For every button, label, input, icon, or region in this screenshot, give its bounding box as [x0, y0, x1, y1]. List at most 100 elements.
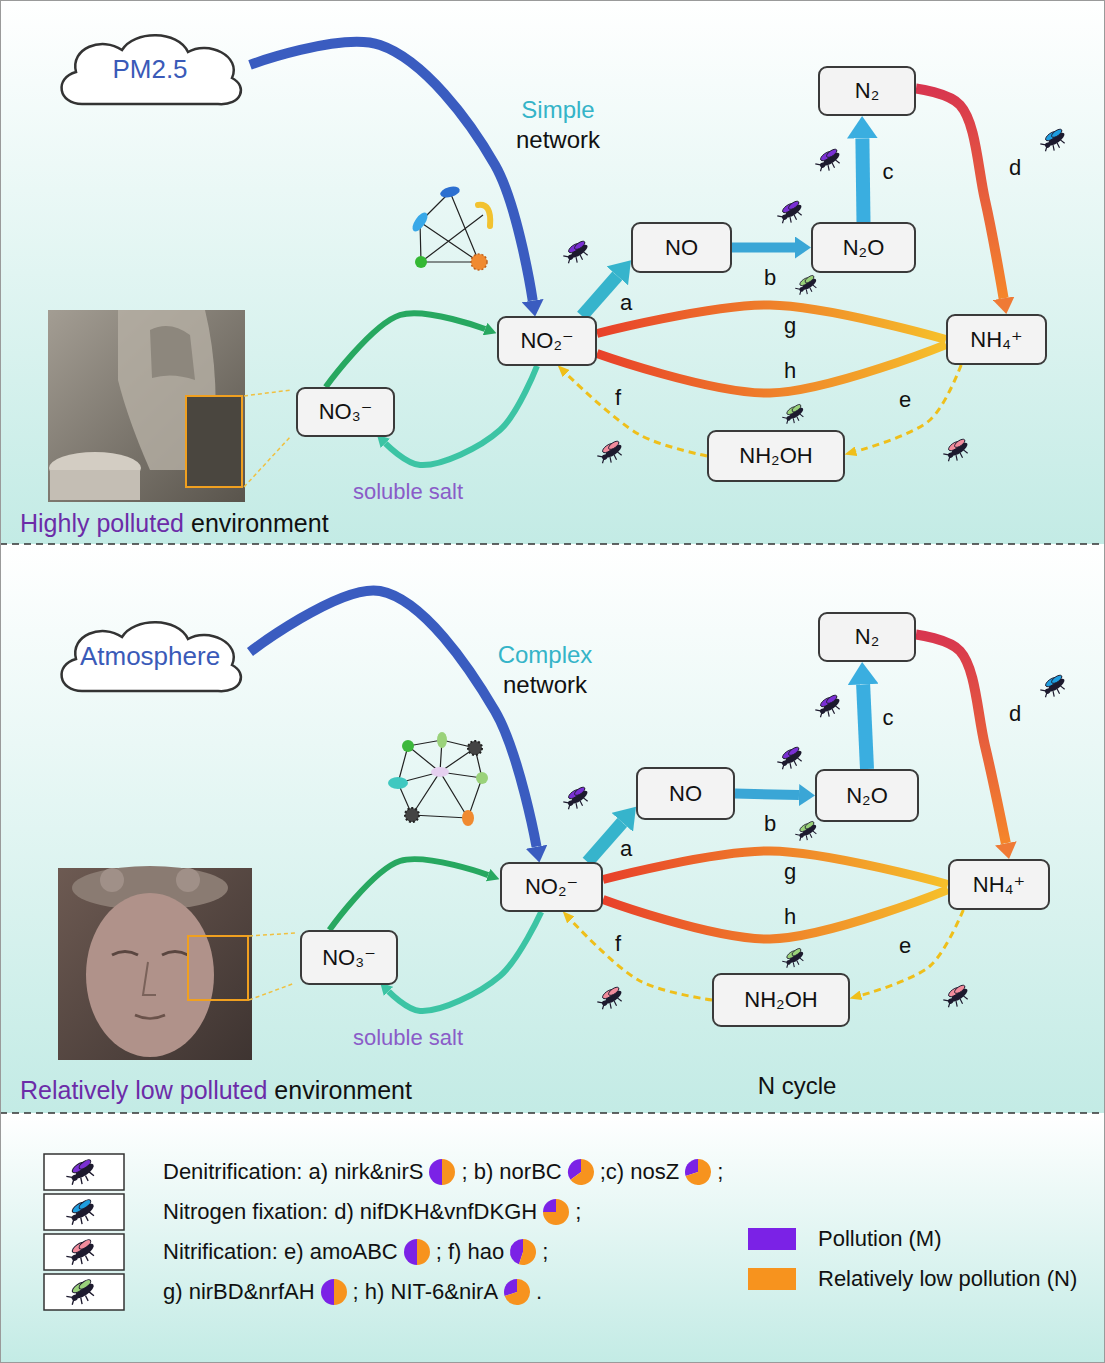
panel-label: Simple: [521, 96, 594, 124]
flow-arrow: [329, 859, 488, 930]
species-name: NH₂OH: [744, 987, 817, 1013]
label-group: Highly pollutedenvironment: [20, 509, 329, 538]
species-name: PM2.5: [112, 54, 187, 85]
species-name: NO: [669, 781, 702, 807]
flow-arrow: [603, 890, 948, 939]
edge-label: g: [784, 313, 796, 339]
bacterium-icon: [562, 785, 593, 814]
species-name: N₂: [855, 78, 879, 104]
panel-label: N cycle: [758, 1072, 837, 1100]
statue-fold: [150, 326, 195, 380]
species-name: NH₄⁺: [970, 327, 1022, 353]
gene-label: ;c) nosZ: [600, 1159, 679, 1185]
bacterium-icon: [794, 274, 821, 299]
network-links: [398, 740, 482, 818]
icon-box: [44, 1194, 124, 1230]
statue-face: [86, 893, 214, 1057]
pie-chart: [319, 1277, 349, 1307]
zoom-leader: [244, 436, 291, 487]
panel-label: environment: [274, 1076, 412, 1105]
crown-ornament: [176, 868, 200, 892]
edge-label: e: [899, 387, 911, 413]
panel-label: Relatively low polluted: [20, 1076, 267, 1105]
edge-label: c: [883, 159, 894, 185]
species-box: NO₃⁻: [296, 387, 395, 437]
divider-line: [0, 1112, 1105, 1114]
species-box: NH₂OH: [712, 973, 850, 1027]
gene-row: Nitrification: e) amoABC; f) hao;: [163, 1236, 548, 1268]
network-node: [437, 732, 447, 748]
pie-slice: [404, 1239, 417, 1265]
species-box: N₂: [818, 66, 916, 116]
species-box: N₂: [818, 612, 916, 662]
legend-item: Relatively low pollution (N): [748, 1266, 1077, 1292]
pie-chart: [502, 1277, 532, 1307]
flow-arrow: [856, 365, 961, 451]
edge-label: d: [1009, 155, 1021, 181]
statue-base: [50, 470, 140, 500]
edge-label: b: [764, 811, 776, 837]
zoom-leader: [249, 983, 295, 1000]
panel-label: network: [516, 126, 600, 154]
species-name: Atmosphere: [80, 641, 220, 672]
panel-label: network: [503, 671, 587, 699]
flow-arrow: [603, 851, 948, 885]
legend-text: Relatively low pollution (N): [818, 1266, 1077, 1292]
flow-arrow: [597, 305, 946, 340]
zoom-frame: [186, 396, 242, 487]
flow-arrow: [389, 912, 542, 1011]
statue-mouth: [135, 1015, 165, 1019]
flow-arrow: [732, 243, 795, 253]
label-group: N cycle: [758, 1072, 837, 1100]
network-node: [439, 185, 461, 200]
panel-ground: [0, 0, 1105, 544]
panel-label: environment: [191, 509, 329, 538]
network-node: [476, 772, 488, 784]
bacterium-icon: [64, 1197, 99, 1230]
panel-label: Complex: [498, 641, 593, 669]
legend-swatch: [748, 1228, 796, 1250]
pie-chart: [683, 1157, 713, 1187]
crown-ornament: [100, 868, 124, 892]
bacterium-icon: [781, 403, 808, 428]
gene-label: ;: [575, 1199, 581, 1225]
species-name: NO₃⁻: [322, 945, 376, 971]
gene-label: .: [536, 1279, 542, 1305]
bacterium-icon: [942, 983, 973, 1012]
flow-arrow: [250, 590, 537, 846]
flow-arrow: [588, 822, 623, 862]
bacterium-icon: [1039, 127, 1070, 156]
flow-arrow: [571, 920, 712, 1000]
legend-item: Pollution (M): [748, 1226, 941, 1252]
pie-slice: [543, 1199, 556, 1212]
bacterium-icon: [64, 1237, 99, 1270]
species-box: NH₄⁺: [946, 314, 1047, 365]
gene-row: g) nirBD&nrfAH; h) NIT-6&nirA.: [163, 1276, 542, 1308]
label-group: Simplenetwork: [516, 96, 600, 154]
bacterium-icon: [64, 1157, 99, 1190]
gene-label: g) nirBD&nrfAH: [163, 1279, 315, 1305]
pie-chart: [402, 1237, 432, 1267]
flow-arrow: [735, 794, 799, 796]
species-name: NO₃⁻: [319, 399, 373, 425]
pie-slice: [686, 1159, 711, 1185]
species-name: NO: [665, 235, 698, 261]
cloud-outline: [62, 35, 241, 104]
pie-chart: [427, 1157, 457, 1187]
species-box: NO: [636, 767, 735, 820]
bacterium-icon: [814, 693, 845, 722]
pie-slice: [570, 1159, 594, 1185]
network-node: [410, 210, 431, 234]
flow-arrow: [326, 313, 485, 387]
bacterium-icon: [64, 1277, 99, 1310]
gene-label: ; b) norBC: [461, 1159, 561, 1185]
pie-slice: [519, 1239, 536, 1265]
network-node: [478, 205, 490, 226]
network-node: [468, 741, 482, 755]
flow-arrow: [597, 345, 946, 393]
flow-arrow: [582, 276, 617, 316]
cloud-outline: [62, 622, 241, 691]
statue-photo: [48, 310, 245, 502]
network-links: [420, 192, 483, 262]
